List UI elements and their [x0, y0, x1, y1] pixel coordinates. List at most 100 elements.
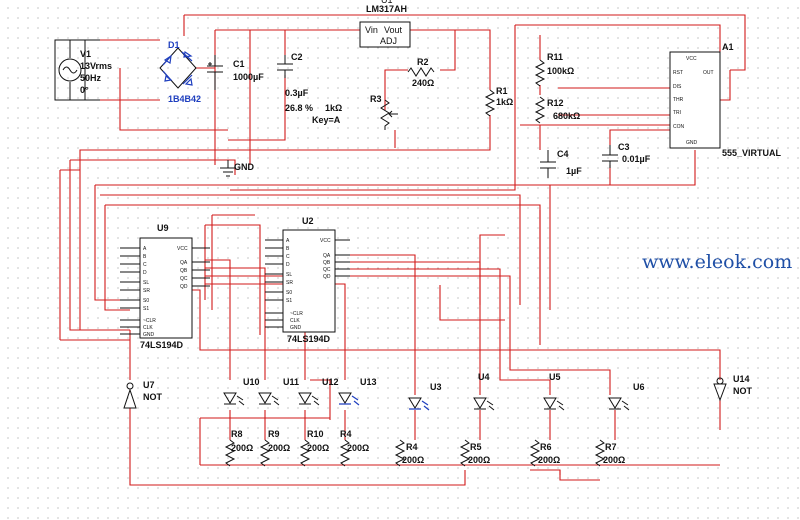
led-u10: U10 [223, 377, 260, 406]
resistor-r2: R2 240Ω [407, 57, 435, 88]
a1-pin-tri: TRI [673, 110, 681, 116]
shift-register-u9: U9 74LS194D A B C D SL SR S0 S1 ~CLR CLK… [120, 223, 210, 350]
r3-value: 1kΩ [325, 103, 342, 113]
r10-value: 200Ω [307, 443, 329, 453]
bridge-rectifier-d1: D1 1B4B42 [159, 40, 201, 104]
capacitor-c2: C2 0.3µF [277, 52, 309, 98]
u1-vin: Vin [365, 25, 378, 35]
u1-name: U1 [381, 0, 393, 5]
r5-value: 200Ω [468, 455, 490, 465]
u1-part: LM317AH [366, 4, 407, 14]
c4-name: C4 [557, 149, 569, 159]
u2-pin-qc: QC [323, 267, 331, 273]
a1-pin-rst: RST [673, 70, 683, 76]
r8-name: R8 [231, 429, 243, 439]
a1-name: A1 [722, 42, 734, 52]
led-u12: U12 [298, 377, 339, 406]
a1-pin-con: CON [673, 124, 685, 130]
u2-part: 74LS194D [287, 334, 331, 344]
u9-pin-sl: SL [143, 280, 149, 286]
c1-name: C1 [233, 59, 245, 69]
timer-555-a1: A1 555_VIRTUAL VCC RST DIS THR TRI CON G… [669, 42, 782, 158]
regulator-u1: LM317AH Vin Vout ADJ U1 [359, 0, 411, 48]
v1-phase: 0° [80, 85, 89, 95]
resistor-r1: R1 1kΩ [484, 86, 513, 117]
v1-name: V1 [80, 49, 91, 59]
u9-pin-c: C [143, 262, 147, 268]
resistor-r7: R7 200Ω [594, 439, 625, 467]
u2-pin-s0: S0 [286, 290, 292, 296]
led-u13: U13 [338, 377, 377, 406]
r3-percent: 26.8 % [285, 103, 313, 113]
a1-pin-vcc: VCC [686, 56, 697, 62]
a1-pin-dis: DIS [673, 84, 682, 90]
capacitor-c4: C4 1µF [540, 149, 582, 178]
r11-name: R11 [547, 52, 563, 62]
r2-value: 240Ω [412, 78, 434, 88]
r11-value: 100kΩ [547, 66, 574, 76]
v1-voltage: 13Vrms [80, 61, 112, 71]
r6-value: 200Ω [538, 455, 560, 465]
r12-value: 680kΩ [553, 111, 580, 121]
resistor-r8: R8 200Ω [224, 429, 253, 467]
u9-pin-s0: S0 [143, 298, 149, 304]
a1-pin-gnd: GND [686, 140, 698, 146]
ground-symbol: GND [220, 160, 255, 177]
capacitor-c3: C3 0.01µF [602, 142, 651, 168]
led-u4: U4 [473, 372, 495, 411]
u11-name: U11 [283, 377, 299, 387]
u2-pin-sr: SR [286, 280, 293, 286]
u2-pin-d: D [286, 262, 290, 268]
u9-pin-qd: QD [180, 284, 188, 290]
u1-adj: ADJ [380, 36, 397, 46]
u2-pin-sl: SL [286, 272, 292, 278]
u9-pin-b: B [143, 254, 147, 260]
capacitor-c1: C1 1000µF [207, 55, 264, 90]
u12-name: U12 [322, 377, 339, 387]
u2-pin-b: B [286, 246, 290, 252]
u9-pin-qb: QB [180, 268, 188, 274]
u2-pin-clk: CLK [290, 318, 300, 324]
u9-pin-gnd: GND [143, 332, 155, 338]
r4-name: R4 [406, 442, 418, 452]
c1-value: 1000µF [233, 72, 264, 82]
r4-value: 200Ω [402, 455, 424, 465]
r10-name: R10 [307, 429, 324, 439]
c2-value: 0.3µF [285, 88, 309, 98]
r9-value: 200Ω [268, 443, 290, 453]
a1-pin-out: OUT [703, 70, 714, 76]
resistor-r5: R5 200Ω [459, 439, 490, 467]
u2-pin-gnd: GND [290, 325, 302, 331]
resistor-r6: R6 200Ω [529, 439, 560, 467]
r4a-name: R4 [340, 429, 352, 439]
u13-name: U13 [360, 377, 377, 387]
r1-name: R1 [496, 86, 508, 96]
u2-name: U2 [302, 216, 314, 226]
d1-part: 1B4B42 [168, 94, 201, 104]
potentiometer-r3: R3 26.8 % 1kΩ Key=A [285, 94, 398, 130]
u14-type: NOT [733, 386, 753, 396]
c2-name: C2 [291, 52, 303, 62]
r3-name: R3 [370, 94, 382, 104]
u9-pin-qc: QC [180, 276, 188, 282]
u9-name: U9 [157, 223, 169, 233]
wire-network [59, 14, 746, 486]
resistor-r11: R11 100kΩ [534, 52, 574, 87]
a1-part: 555_VIRTUAL [722, 148, 782, 158]
u4-name: U4 [478, 372, 490, 382]
resistor-r9: R9 200Ω [259, 429, 290, 467]
led-u11: U11 [258, 377, 299, 406]
u2-pin-qb: QB [323, 260, 331, 266]
u7-type: NOT [143, 392, 163, 402]
c4-value: 1µF [566, 166, 582, 176]
u2-pin-vcc: VCC [320, 238, 331, 244]
r6-name: R6 [540, 442, 552, 452]
resistor-r4: R4 200Ω [394, 439, 424, 467]
u9-pin-s1: S1 [143, 306, 149, 312]
u7-name: U7 [143, 380, 155, 390]
u2-pin-a: A [286, 238, 290, 244]
r3-key: Key=A [312, 115, 341, 125]
not-gate-u14: U14 NOT [713, 374, 753, 402]
